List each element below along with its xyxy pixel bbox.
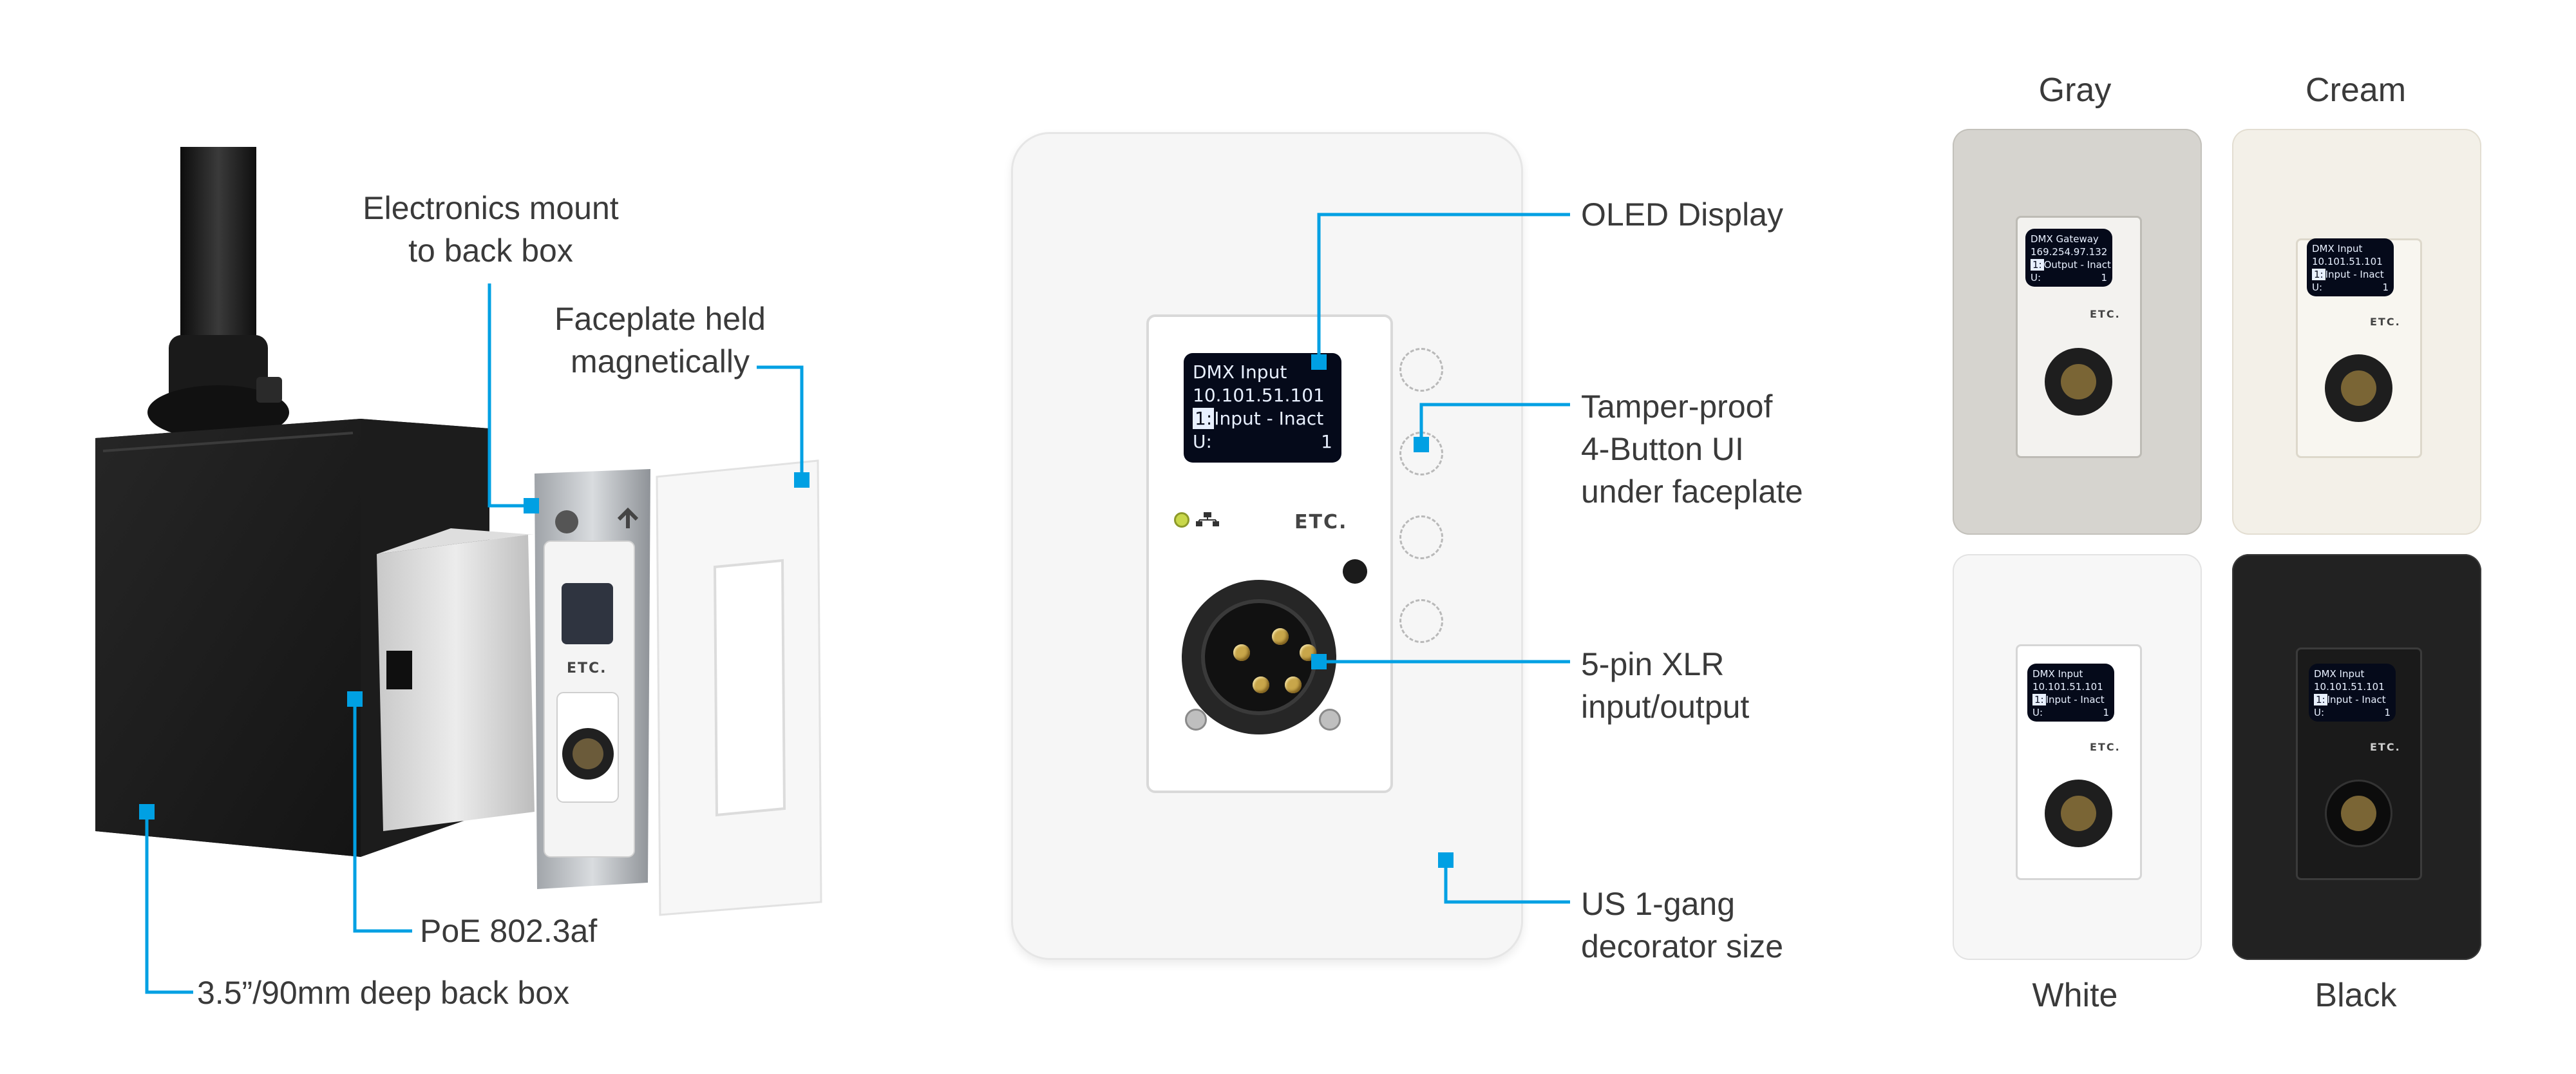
callout-electronics-mount: Electronics mount to back box xyxy=(363,190,619,269)
variant-gray-xlr-pins xyxy=(2061,364,2096,399)
variant-black-xlr-pins xyxy=(2341,796,2376,831)
variant-cream-xlr-pins xyxy=(2341,370,2376,406)
xlr-socket xyxy=(1201,599,1317,715)
buttons-marker xyxy=(1414,437,1429,452)
callout-poe: PoE 802.3af xyxy=(420,913,598,949)
oled-marker xyxy=(1311,354,1327,370)
connector-screw xyxy=(1185,709,1207,731)
left-leader-lines xyxy=(145,283,804,994)
installation-illustration xyxy=(95,147,822,994)
variant-white-logo: ETC. xyxy=(2090,741,2121,753)
connector-screw xyxy=(1319,709,1341,731)
variant-cream-logo: ETC. xyxy=(2370,316,2401,328)
variant-gray-logo: ETC. xyxy=(2090,308,2121,320)
electronics-module xyxy=(377,528,535,831)
hidden-button-3[interactable] xyxy=(1399,515,1443,559)
faceplate xyxy=(656,459,822,916)
device-logo: ETC. xyxy=(567,660,607,676)
variant-gray-display: DMX Gateway 169.254.97.132 1:Output - In… xyxy=(2025,229,2112,287)
hidden-button-4[interactable] xyxy=(1399,599,1443,643)
variant-label-black: Black xyxy=(2315,977,2397,1014)
variant-label-white: White xyxy=(2032,977,2118,1014)
xlr-pin xyxy=(1233,644,1250,661)
network-icon xyxy=(1195,512,1220,526)
device-body xyxy=(544,541,635,858)
callout-xlr: 5-pin XLR input/output xyxy=(1581,646,1750,725)
xlr-pin xyxy=(1272,628,1289,645)
variant-black-logo: ETC. xyxy=(2370,741,2401,753)
variant-label-gray: Gray xyxy=(2038,72,2112,109)
xlr-pin xyxy=(1285,676,1302,693)
variant-label-cream: Cream xyxy=(2305,72,2407,109)
center-logo: ETC. xyxy=(1294,511,1348,533)
xlr-marker xyxy=(1311,654,1327,669)
faceplate-marker xyxy=(794,472,810,488)
backbox-marker xyxy=(139,804,155,820)
status-led xyxy=(1174,512,1189,528)
xlr-pin xyxy=(1253,676,1269,693)
center-oled-display: DMX Input 10.101.51.101 1:Input - Inact … xyxy=(1184,353,1341,463)
variant-cream-display: DMX Input 10.101.51.101 1:Input - Inact … xyxy=(2307,238,2394,296)
variant-black-display: DMX Input 10.101.51.101 1:Input - Inact … xyxy=(2309,664,2396,722)
callout-us-gang: US 1-gang decorator size xyxy=(1581,886,1784,964)
variant-white-display: DMX Input 10.101.51.101 1:Input - Inact … xyxy=(2027,664,2114,722)
callout-faceplate: Faceplate held magnetically xyxy=(554,301,766,379)
hidden-button-1[interactable] xyxy=(1399,348,1443,392)
screw-hole xyxy=(1343,559,1367,584)
electronics-marker xyxy=(524,498,539,513)
poe-marker xyxy=(347,691,363,707)
callout-tamper-proof: Tamper-proof 4-Button UI under faceplate xyxy=(1581,388,1803,510)
callout-back-box: 3.5”/90mm deep back box xyxy=(197,975,570,1011)
gang-marker xyxy=(1438,852,1454,868)
callout-oled: OLED Display xyxy=(1581,197,1783,233)
variant-white-xlr-pins xyxy=(2061,796,2096,831)
conduit-pipe xyxy=(147,147,289,439)
